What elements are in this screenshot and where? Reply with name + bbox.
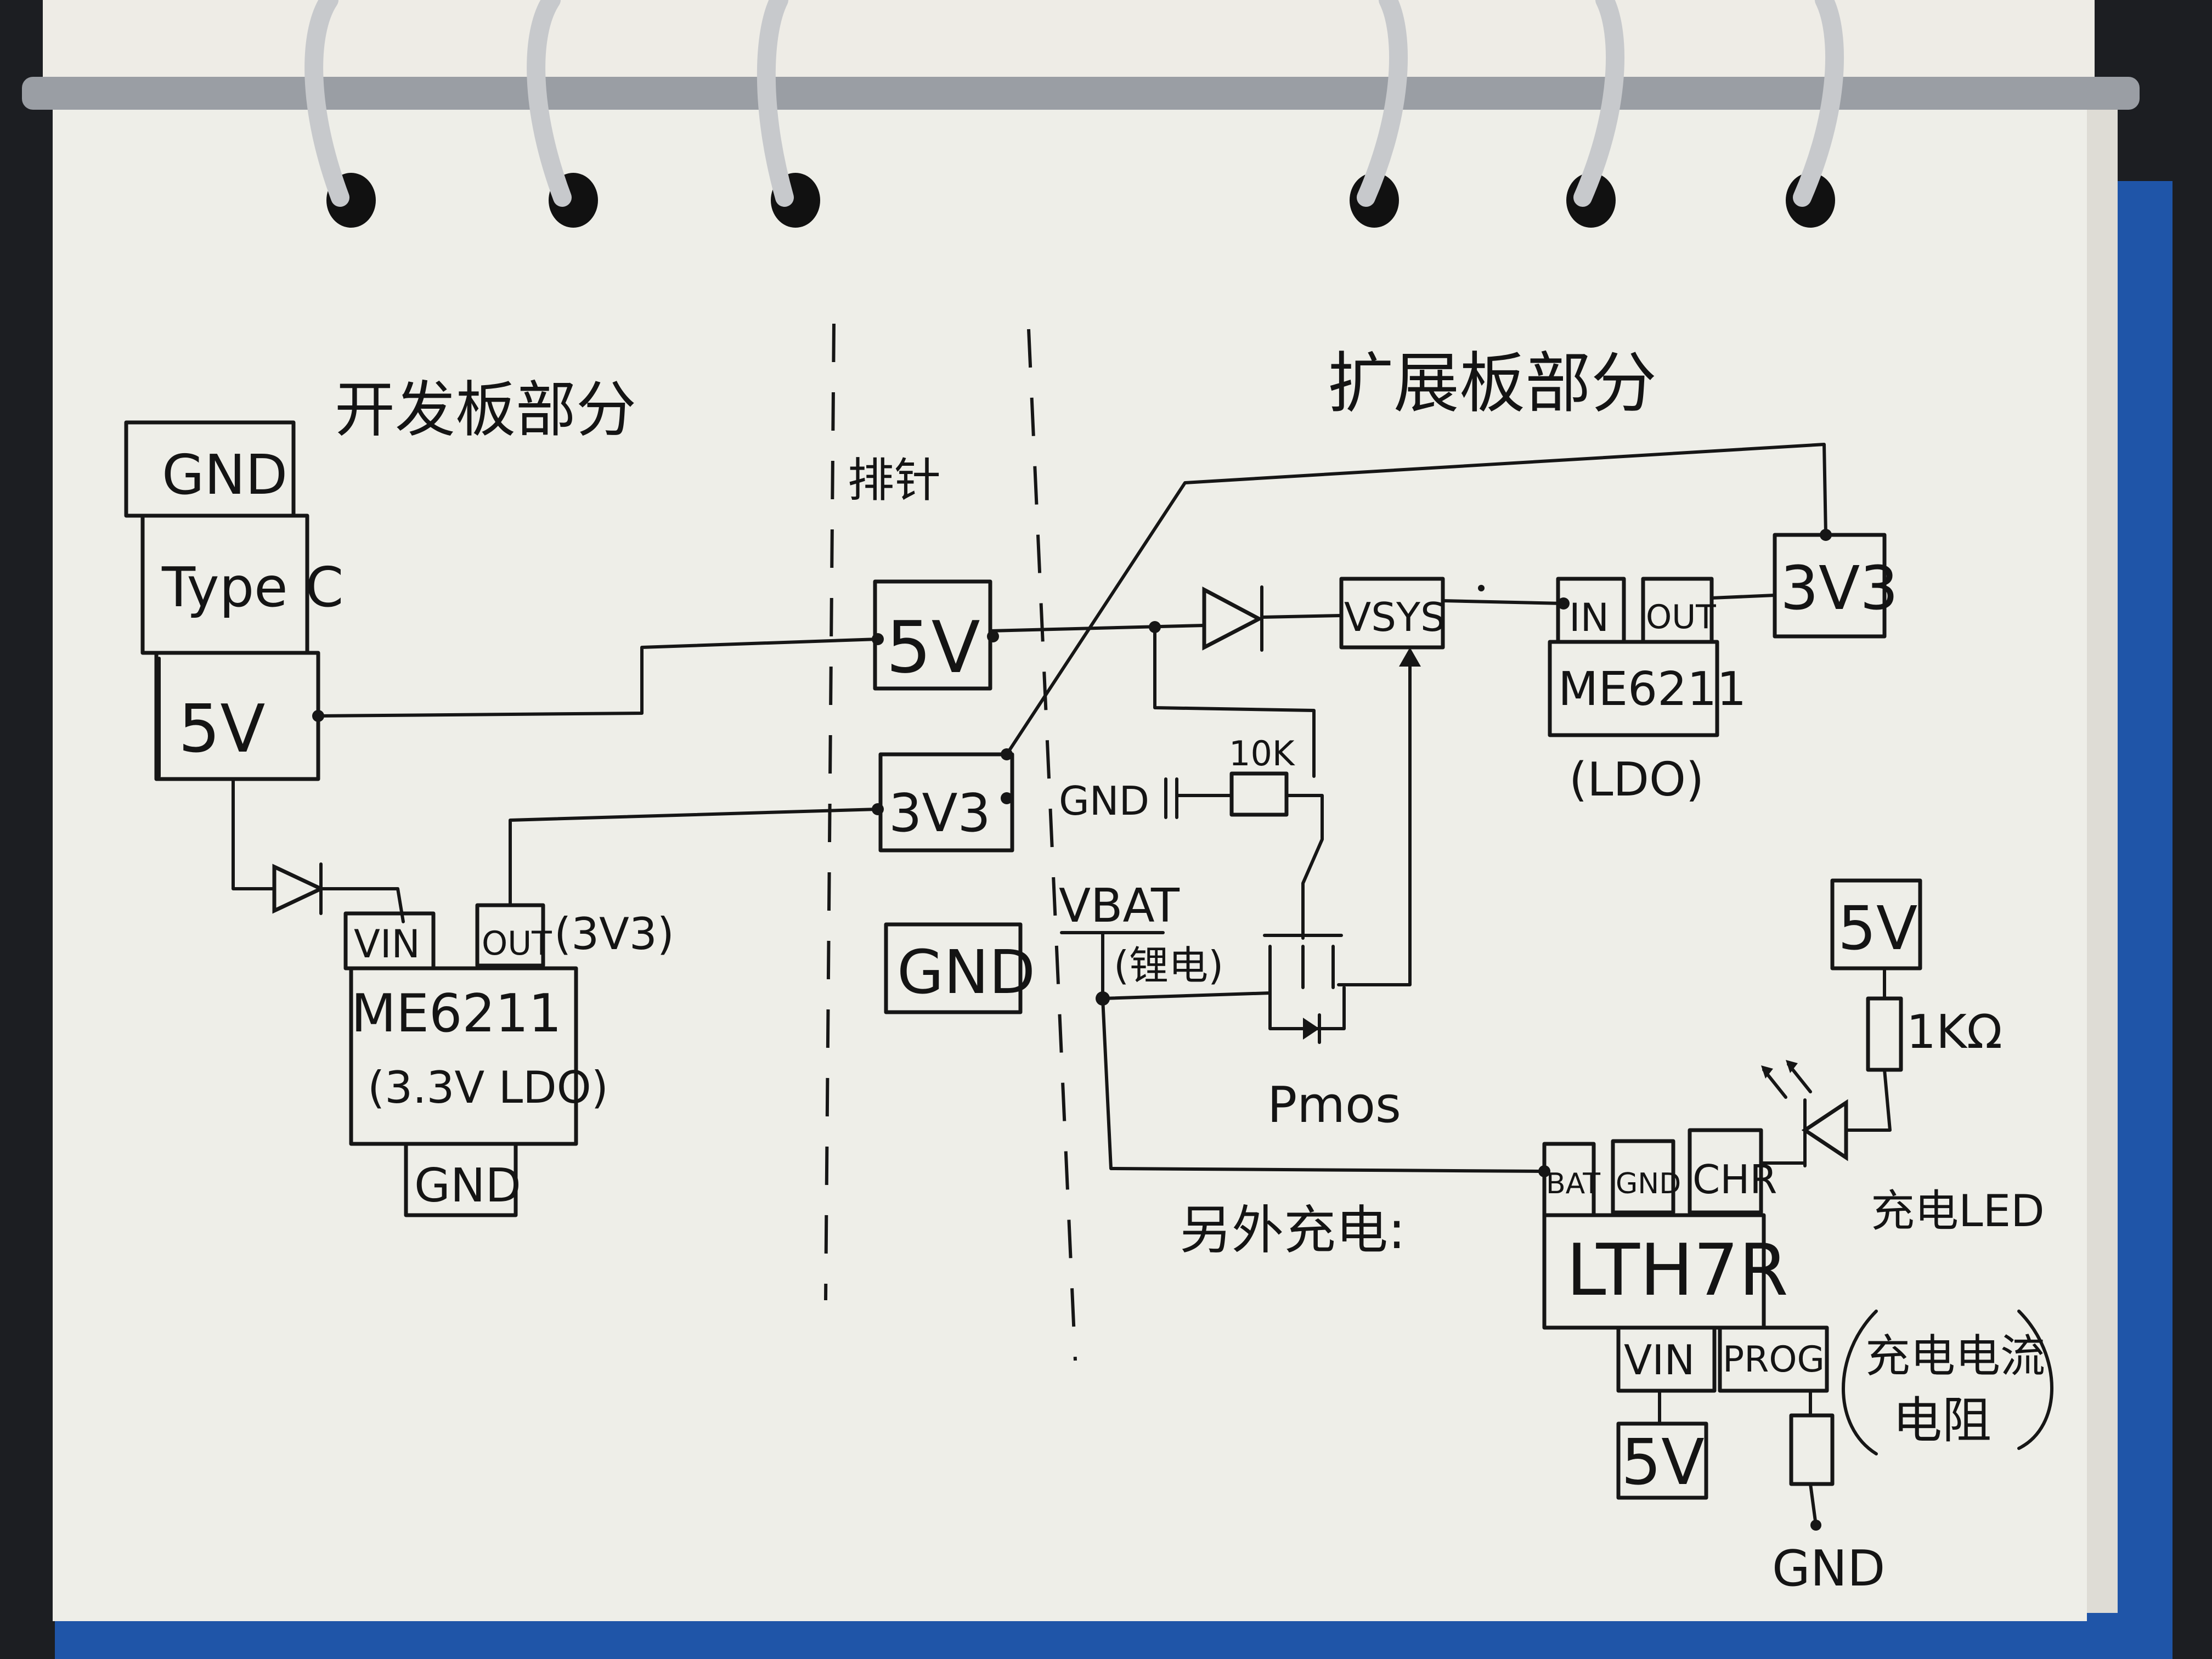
typec-5v-label: 5V [178,691,265,768]
charger-pin-gnd: GND [1616,1167,1681,1200]
title-dev-board: 开发板部分 [335,375,636,445]
prog-note-bracket-left [1842,1310,1878,1455]
charging-led [1761,1060,1848,1167]
wire-pmos-drain-to-vsys [1337,657,1412,986]
led-resistor-label: 1KΩ [1906,1005,2002,1059]
pmos-transistor [1263,934,1346,1044]
wire-5v-to-diode [232,777,276,890]
ldo-dev-name: ME6211 [351,984,562,1044]
ring-4 [1350,0,1408,228]
paper-stack-back [43,0,2095,88]
led-5v-node [1830,878,1922,970]
ring-2 [527,0,598,228]
arrow-into-vsys [1399,647,1421,667]
pmos-label: Pmos [1267,1076,1401,1134]
wire-diode-to-vsys [1260,614,1343,619]
header-pin-5v-label: 5V [886,606,980,689]
ldo-dev-desc: (3.3V LDO) [368,1062,608,1113]
typec-connector [124,420,320,781]
prog-note-line-2: 电阻 [1893,1392,1991,1449]
charger-pin-bat: BAT [1546,1167,1600,1200]
prog-note-line-1: 充电电流 [1865,1330,2045,1383]
wire-ldo-out-to-3v3 [1710,594,1776,600]
ldo-dev-out-note: (3V3) [554,909,674,960]
ldo-dev-gnd-label: GND [414,1159,521,1213]
charger-vin-5v [1616,1421,1708,1500]
charger-vin-5v-label: 5V [1621,1426,1705,1499]
ldo-exp-note: (LDO) [1569,753,1704,807]
ring-5 [1566,0,1625,228]
typec-gnd-label: GND [162,443,287,507]
wire-ldo-out-to-header-3v3 [509,808,879,907]
charger-pin-prog: PROG [1723,1339,1825,1380]
wire-vbat-to-charger [1101,997,1541,1173]
gnd-label-10k: GND [1059,778,1149,824]
ldo-exp-out-label: OUT [1646,598,1716,636]
ldo-exp-in-label: IN [1569,595,1609,640]
prog-note-bracket-right [2017,1310,2053,1450]
ldo-dev-board [343,903,578,1217]
vsys-label: VSYS [1344,594,1446,640]
charger-chip-label: LTH7R [1566,1228,1788,1312]
notebook-page [53,110,2087,1621]
led-5v-label: 5V [1838,893,1917,963]
resistor-10k-label: 10K [1229,733,1295,774]
wire-prog-resistor-to-gnd [1809,1482,1818,1527]
ring-6 [1786,0,1844,228]
led-label: 充电LED [1871,1186,2045,1237]
header-pin-3v3-label: 3V3 [889,783,991,844]
title-expansion-board: 扩展板部分 [1328,346,1657,422]
wire-5v-to-10k [1153,625,1316,778]
vsys-node [1339,577,1445,650]
other-charging-label: 另外充电: [1180,1200,1406,1261]
output-3v3-label: 3V3 [1780,553,1898,623]
header-pin-3v3 [878,752,1014,853]
wire-10k-to-gate [1285,794,1324,940]
ldo-exp-name: ME6211 [1558,662,1746,716]
vbat-note: (锂电) [1114,943,1223,989]
wire-typec-5v-to-header [317,637,879,718]
wire-diode-to-ldo-vin [319,887,405,923]
charger-pin-vin: VIN [1624,1336,1695,1384]
ldo-expansion [1548,577,1719,737]
prog-gnd-label: GND [1772,1540,1885,1598]
typec-label: Type C [161,555,343,619]
header-pin-gnd-label: GND [897,937,1035,1007]
ring-1 [304,0,376,228]
title-header: 排针 [848,454,941,508]
header-pin-gnd [884,922,1023,1014]
charger-pins-bottom [1616,1325,1829,1393]
wire-3v3-feedback-to-header [1005,443,1827,756]
ring-3 [757,0,820,228]
ldo-dev-out-label: OUT [482,924,552,963]
wire-vsys-to-ldo-in [1441,599,1565,605]
binder-rings [304,0,1844,228]
wire-header-5v-to-diode [989,624,1206,633]
separator-right [1027,329,1077,1361]
wire-led-resistor-to-led [1844,1068,1892,1132]
vbat-label: VBAT [1059,879,1180,933]
ldo-dev-vin-label: VIN [354,922,420,967]
